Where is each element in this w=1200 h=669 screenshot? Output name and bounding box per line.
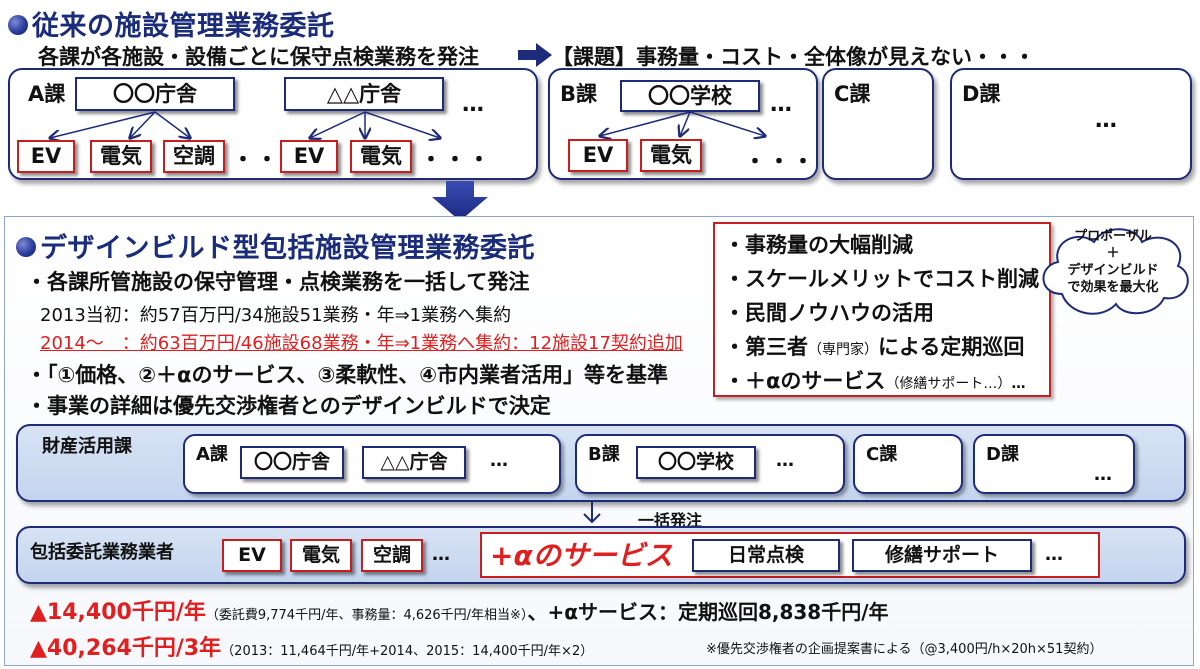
benefit-item: ・＋αのサービス（修繕サポート…）… xyxy=(724,369,1026,393)
arrow-down-icon xyxy=(583,500,601,524)
equipment-denki: 電気 xyxy=(640,139,702,172)
d-ka-label: D課 xyxy=(962,82,1001,106)
more-dots: ・・・ xyxy=(744,150,817,175)
bullet-icon xyxy=(8,14,28,35)
facility-oo-chosha: 〇〇庁舎 xyxy=(75,77,235,111)
conventional-description: 各課が各施設・設備ごとに保守点検業務を発注 xyxy=(38,45,479,69)
bullet-icon xyxy=(16,236,36,257)
zaisan-label: 財産活用課 xyxy=(42,436,132,457)
cloud-bubble-text: プロポーザル ＋ デザインビルド で効果を最大化 xyxy=(1067,229,1159,295)
group-c-ka xyxy=(853,434,963,494)
hokatsu-label: 包括委託業務業者 xyxy=(30,542,174,563)
a-ka-label: A課 xyxy=(196,444,228,465)
facility-oo-gakko: 〇〇学校 xyxy=(620,80,760,112)
line-2013: 2013当初：約57百万円/34施設51業務・年⇒1業務へ集約 xyxy=(40,305,512,326)
more-dots: … xyxy=(776,450,796,471)
benefits-box xyxy=(713,222,1051,397)
section-title-conventional: 従来の施設管理業務委託 xyxy=(8,4,335,43)
footnote: ※優先交渉権者の企画提案書による（@3,400円/h×20h×51契約） xyxy=(706,642,1103,657)
benefit-item: ・第三者（専門家）による定期巡回 xyxy=(724,335,1025,359)
a-ka-label: A課 xyxy=(28,82,66,106)
more-dots: … xyxy=(1045,544,1065,565)
arrow-right-icon xyxy=(518,43,552,67)
facility-dd-chosha: △△庁舎 xyxy=(362,446,466,479)
line-details: ・事業の詳細は優先交渉権者とのデザインビルドで決定 xyxy=(26,394,551,418)
more-dots: … xyxy=(770,92,794,117)
equipment-ev: EV xyxy=(17,140,75,173)
benefit-item: ・事務量の大幅削減 xyxy=(724,233,913,257)
benefit-item: ・民間ノウハウの活用 xyxy=(724,301,934,325)
more-dots: … xyxy=(462,92,486,117)
c-ka-label: C課 xyxy=(834,82,871,106)
b-ka-label: B課 xyxy=(588,444,620,465)
b-ka-label: B課 xyxy=(560,82,598,106)
equipment-ev: EV xyxy=(568,139,628,172)
d-ka-label: D課 xyxy=(986,444,1019,465)
arrow-down-icon xyxy=(432,181,488,221)
equipment-denki: 電気 xyxy=(350,140,412,173)
branch-arrows xyxy=(560,111,780,144)
facility-oo-chosha: 〇〇庁舎 xyxy=(240,446,344,479)
ikkatsu-label: 一括発注 xyxy=(638,511,703,530)
cost-three-year: ▲40,264千円/3年（2013：11,464千円/年+2014、2015：1… xyxy=(30,636,594,661)
facility-dd-chosha: △△庁舎 xyxy=(284,77,444,111)
service-shuzen-support: 修繕サポート xyxy=(852,539,1032,572)
section-title-design-build: デザインビルド型包括施設管理業務委託 xyxy=(16,226,535,265)
line-ikkatsu: ・各課所管施設の保守管理・点検業務を一括して発注 xyxy=(26,270,530,294)
more-dots: … xyxy=(432,544,452,565)
group-d-ka xyxy=(973,434,1135,494)
alpha-service-label: +αのサービス xyxy=(490,539,673,572)
branch-arrows xyxy=(20,111,490,148)
facility-oo-gakko: 〇〇学校 xyxy=(636,446,756,479)
cloud-bubble-icon xyxy=(1042,228,1189,315)
equipment-denki: 電気 xyxy=(90,140,152,173)
equipment-ev: EV xyxy=(222,539,282,572)
group-d-ka xyxy=(950,68,1192,180)
line-criteria: ・「①価格、②＋αのサービス、③柔軟性、④市内業者活用」等を基準 xyxy=(26,363,669,387)
cost-annual: ▲14,400千円/年（委託費9,774千円/年、事務量：4,626千円/年相当… xyxy=(30,600,889,625)
group-c-ka xyxy=(822,68,934,180)
equipment-ev: EV xyxy=(280,140,338,173)
c-ka-label: C課 xyxy=(866,444,898,465)
more-dots: … xyxy=(490,450,510,471)
more-dots: … xyxy=(1094,464,1114,485)
equipment-kucho: 空調 xyxy=(163,140,225,173)
more-dots: ・・・ xyxy=(420,148,493,173)
benefit-item: ・スケールメリットでコスト削減 xyxy=(724,267,1039,291)
line-2014: 2014～ ：約63百万円/46施設68業務・年⇒1業務へ集約：12施設17契約… xyxy=(40,333,683,354)
issue-text: 【課題】事務量・コスト・全体像が見えない・・・ xyxy=(552,45,1035,69)
service-nichijo-tenken: 日常点検 xyxy=(692,539,840,572)
equipment-kucho: 空調 xyxy=(361,539,423,572)
equipment-denki: 電気 xyxy=(290,539,352,572)
more-dots: … xyxy=(1095,108,1119,133)
